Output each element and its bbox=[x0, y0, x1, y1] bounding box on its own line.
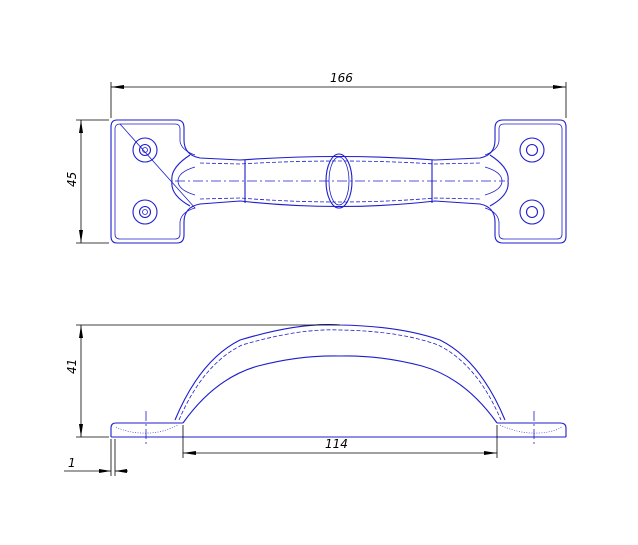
side-view-arch-inner bbox=[182, 355, 498, 424]
side-view-right-foot bbox=[497, 422, 567, 437]
dimension-arch-height-label: 41 bbox=[65, 359, 79, 374]
top-view-grip-outline bbox=[171, 154, 509, 207]
dimension-height-label: 45 bbox=[65, 172, 79, 187]
side-view-left-foot-detail bbox=[115, 424, 179, 434]
side-view-right-foot-detail bbox=[499, 424, 563, 434]
top-view-inner-outline bbox=[114, 123, 563, 240]
dimension-length-label: 166 bbox=[330, 71, 353, 85]
mounting-hole-top-right bbox=[519, 137, 545, 163]
dimension-thickness-label: 1 bbox=[68, 456, 76, 470]
mounting-hole-bottom-right bbox=[519, 199, 545, 225]
dimension-thickness: 1 bbox=[64, 439, 128, 476]
dimension-length: 166 bbox=[110, 71, 567, 118]
dimension-hole-spacing-label: 114 bbox=[325, 437, 348, 451]
dimension-arch-height: 41 bbox=[65, 324, 340, 438]
dimension-height: 45 bbox=[65, 119, 109, 244]
top-view-grip-dashed-top bbox=[199, 160, 481, 165]
side-view: 41 114 1 bbox=[64, 324, 567, 476]
mounting-hole-bottom-left bbox=[132, 199, 158, 225]
mounting-hole-top-left bbox=[132, 137, 158, 163]
side-view-arch-dashed bbox=[178, 329, 502, 421]
dimension-hole-spacing: 114 bbox=[182, 425, 498, 458]
top-view-outline bbox=[110, 119, 567, 244]
top-view: 166 45 bbox=[65, 71, 567, 244]
side-view-arch-outer bbox=[174, 324, 506, 421]
side-view-left-foot bbox=[110, 422, 183, 437]
top-view-grip-dashed-bottom bbox=[199, 197, 481, 203]
